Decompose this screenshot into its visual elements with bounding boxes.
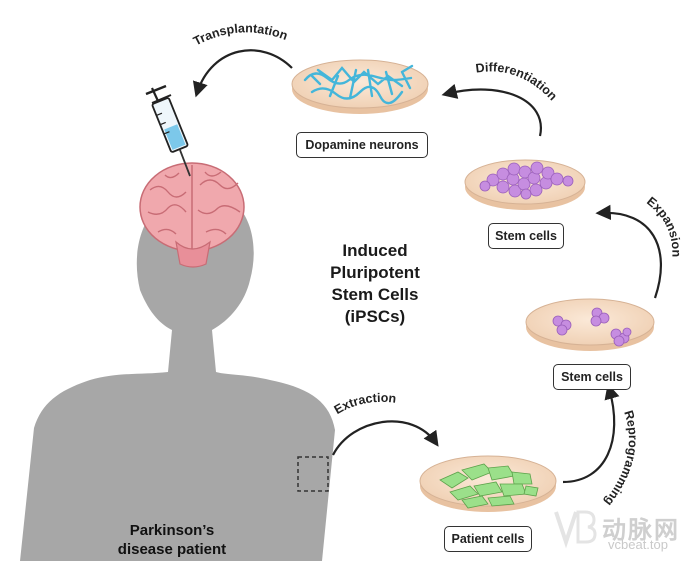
caption-dopamine-neurons: Dopamine neurons bbox=[296, 132, 428, 158]
label-extraction: Extraction bbox=[332, 391, 397, 417]
label-transplantation: Transplantation bbox=[191, 21, 289, 48]
watermark-mark: VB bbox=[556, 514, 557, 515]
syringe-icon bbox=[145, 84, 191, 177]
arrow-transplantation bbox=[192, 49, 293, 98]
patient-silhouette bbox=[20, 190, 335, 561]
watermark-url: vcbeat.top bbox=[608, 537, 668, 552]
arrow-extraction bbox=[332, 420, 439, 456]
dish-dopamine-neurons bbox=[291, 59, 429, 114]
brain-icon bbox=[139, 162, 245, 268]
caption-stem-cells-top: Stem cells bbox=[488, 223, 564, 249]
center-title-line: (iPSCs) bbox=[344, 307, 406, 326]
watermark: VB 动脉网 bbox=[552, 508, 698, 558]
center-title-line: Induced bbox=[342, 241, 408, 260]
dashed-extraction-box-icon bbox=[297, 456, 329, 492]
watermark-logo-icon bbox=[554, 510, 597, 549]
watermark-name: 动脉网 bbox=[602, 516, 680, 544]
label-expansion: Expansion bbox=[644, 194, 683, 257]
arrow-differentiation bbox=[441, 83, 543, 137]
dish-stem-cells-initial bbox=[525, 298, 655, 351]
patient-label-line: disease patient bbox=[117, 541, 227, 558]
patient-label: Parkinson’s disease patient bbox=[92, 521, 252, 559]
arrow-expansion bbox=[595, 204, 663, 299]
patient-label-line: Parkinson’s bbox=[129, 522, 215, 539]
dish-stem-cells-expanded bbox=[464, 159, 586, 210]
center-title-line: Stem Cells bbox=[331, 285, 419, 304]
center-title-line: Pluripotent bbox=[330, 263, 420, 282]
caption-patient-cells: Patient cells bbox=[444, 526, 532, 552]
arrow-reprogramming bbox=[562, 383, 620, 484]
caption-stem-cells-mid: Stem cells bbox=[553, 364, 631, 390]
dish-patient-cells bbox=[419, 455, 557, 512]
label-reprogramming: Reprogramming bbox=[602, 409, 640, 509]
center-title: Induced Pluripotent Stem Cells (iPSCs) bbox=[300, 240, 450, 328]
